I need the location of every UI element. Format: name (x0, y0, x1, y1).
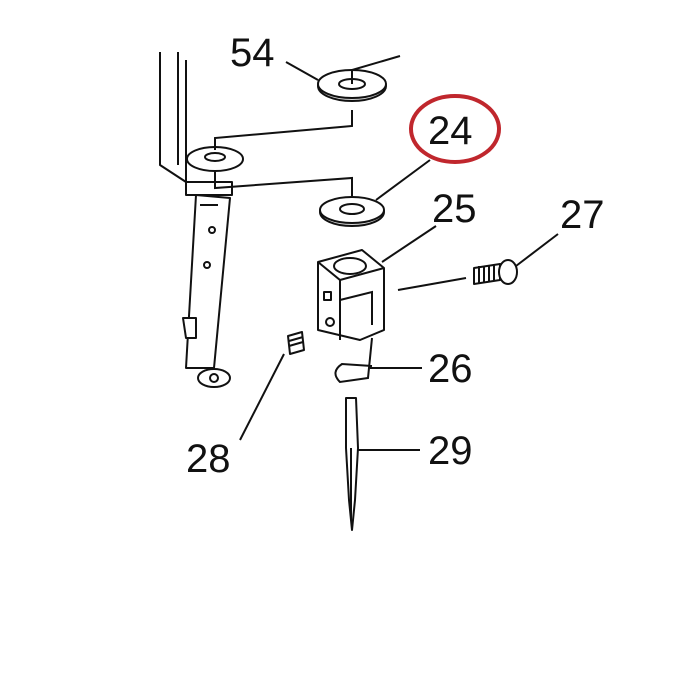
part-26-thread-guide (334, 337, 373, 384)
part-24-washer (319, 196, 385, 227)
needle-bar-washer (186, 110, 353, 196)
leader-lines (239, 61, 559, 451)
needle-bar-frame (159, 52, 233, 388)
label-25: 25 (432, 187, 477, 231)
label-26: 26 (428, 347, 473, 391)
label-29: 29 (428, 429, 473, 473)
highlight-circle-24 (409, 94, 501, 164)
label-24: 24 (428, 109, 473, 153)
part-25-clamp-block (317, 249, 385, 341)
part-27-screw (473, 259, 518, 285)
label-27: 27 (560, 193, 605, 237)
label-28: 28 (186, 437, 231, 481)
label-54: 54 (230, 31, 275, 75)
part-28-set-screw (287, 331, 305, 355)
part-54-washer (317, 55, 401, 102)
part-29-needle (345, 397, 359, 531)
